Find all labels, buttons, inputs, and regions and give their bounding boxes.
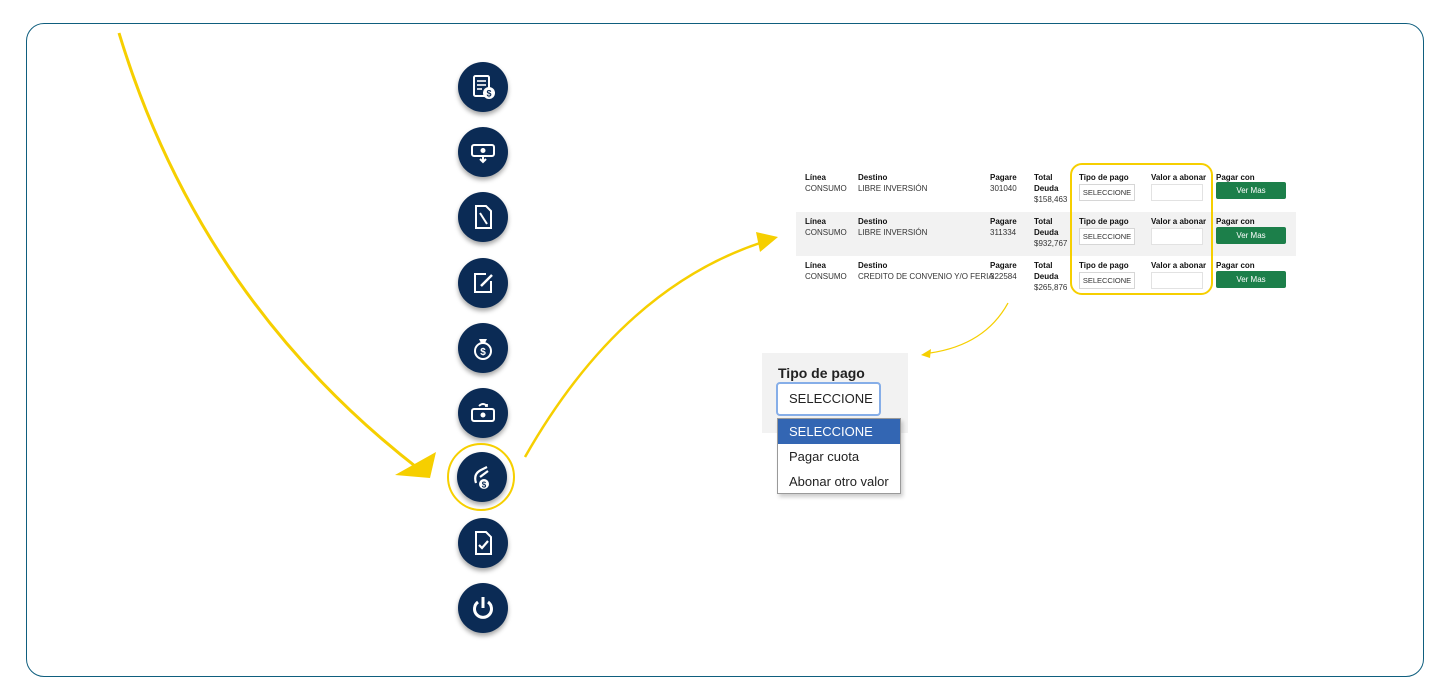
- cell-pagare: Pagare 301040: [990, 173, 1017, 193]
- loans-table: Línea CONSUMO Destino LIBRE INVERSIÓN Pa…: [796, 168, 1296, 300]
- cash-withdraw-button[interactable]: [458, 127, 508, 177]
- cell-pagare: Pagare 311334: [990, 217, 1017, 237]
- highlight-box: [1070, 163, 1213, 295]
- cell-pagar-con: Pagar con: [1216, 261, 1255, 270]
- dropdown-options: SELECCIONE Pagar cuota Abonar otro valor: [777, 418, 901, 494]
- big-arrow-head: [395, 452, 436, 478]
- ver-mas-button[interactable]: Ver Mas: [1216, 271, 1286, 288]
- hand-coin-icon: $: [474, 466, 489, 490]
- cash-transfer-button[interactable]: [458, 388, 508, 438]
- tipo-pago-select[interactable]: SELECCIONE: [1079, 228, 1135, 245]
- big-arrow-curve: [117, 32, 421, 472]
- mid-arrow-head: [756, 232, 778, 252]
- cash-withdraw-icon: [471, 144, 495, 164]
- document-check-icon: [475, 531, 492, 555]
- cell-total: Total Deuda $265,876: [1034, 261, 1068, 292]
- small-arrow-curve: [929, 302, 1009, 354]
- panel-title: Tipo de pago: [778, 365, 865, 381]
- cell-destino: Destino LIBRE INVERSIÓN: [858, 217, 928, 237]
- document-pen-icon: [475, 205, 492, 229]
- hand-coin-button[interactable]: $: [457, 452, 507, 502]
- edit-note-icon: [474, 273, 493, 293]
- cell-linea: Línea CONSUMO: [805, 173, 847, 193]
- cell-valor-abonar: Valor a abonar: [1151, 217, 1207, 226]
- small-arrow-head: [921, 349, 931, 358]
- option-pagar-cuota[interactable]: Pagar cuota: [789, 449, 860, 464]
- valor-abonar-input[interactable]: [1151, 228, 1203, 245]
- cell-total: Total Deuda $158,463: [1034, 173, 1068, 204]
- svg-text:$: $: [486, 89, 491, 99]
- valor-abonar-input[interactable]: [1151, 272, 1203, 289]
- table-row: Línea CONSUMO Destino LIBRE INVERSIÓN Pa…: [796, 212, 1296, 256]
- tipo-pago-dropdown[interactable]: SELECCIONE: [776, 382, 881, 416]
- document-check-button[interactable]: [458, 518, 508, 568]
- cell-linea: Línea CONSUMO: [805, 261, 847, 281]
- money-bag-icon: $: [474, 339, 492, 360]
- cell-tipo-pago: Tipo de pago: [1079, 173, 1129, 182]
- invoice-dollar-icon: $: [473, 75, 495, 99]
- power-icon: [473, 597, 493, 619]
- cell-tipo-pago: Tipo de pago: [1079, 217, 1129, 226]
- table-row: Línea CONSUMO Destino CREDITO DE CONVENI…: [796, 256, 1296, 300]
- table-row: Línea CONSUMO Destino LIBRE INVERSIÓN Pa…: [796, 168, 1296, 212]
- edit-note-button[interactable]: [458, 258, 508, 308]
- svg-text:$: $: [480, 347, 486, 358]
- option-seleccione[interactable]: SELECCIONE: [778, 419, 900, 444]
- cell-total: Total Deuda $932,767: [1034, 217, 1068, 248]
- valor-abonar-input[interactable]: [1151, 184, 1203, 201]
- invoice-dollar-button[interactable]: $: [458, 62, 508, 112]
- cell-destino: Destino LIBRE INVERSIÓN: [858, 173, 928, 193]
- document-pen-button[interactable]: [458, 192, 508, 242]
- cell-destino: Destino CREDITO DE CONVENIO Y/O FERIA: [858, 261, 994, 281]
- cell-pagar-con: Pagar con: [1216, 217, 1255, 226]
- cell-linea: Línea CONSUMO: [805, 217, 847, 237]
- cell-pagar-con: Pagar con: [1216, 173, 1255, 182]
- ver-mas-button[interactable]: Ver Mas: [1216, 227, 1286, 244]
- highlight-ring: [447, 443, 515, 511]
- svg-text:$: $: [482, 481, 487, 490]
- cell-tipo-pago: Tipo de pago: [1079, 261, 1129, 270]
- cell-valor-abonar: Valor a abonar: [1151, 261, 1207, 270]
- cell-valor-abonar: Valor a abonar: [1151, 173, 1207, 182]
- tipo-pago-select[interactable]: SELECCIONE: [1079, 272, 1135, 289]
- mid-arrow-curve: [523, 241, 761, 458]
- tipo-pago-select[interactable]: SELECCIONE: [1079, 184, 1135, 201]
- power-button[interactable]: [458, 583, 508, 633]
- ver-mas-button[interactable]: Ver Mas: [1216, 182, 1286, 199]
- frame-border: [26, 23, 1424, 677]
- cell-pagare: Pagare 322584: [990, 261, 1017, 281]
- money-bag-button[interactable]: $: [458, 323, 508, 373]
- cash-transfer-icon: [471, 403, 495, 422]
- option-abonar-otro-valor[interactable]: Abonar otro valor: [789, 474, 889, 489]
